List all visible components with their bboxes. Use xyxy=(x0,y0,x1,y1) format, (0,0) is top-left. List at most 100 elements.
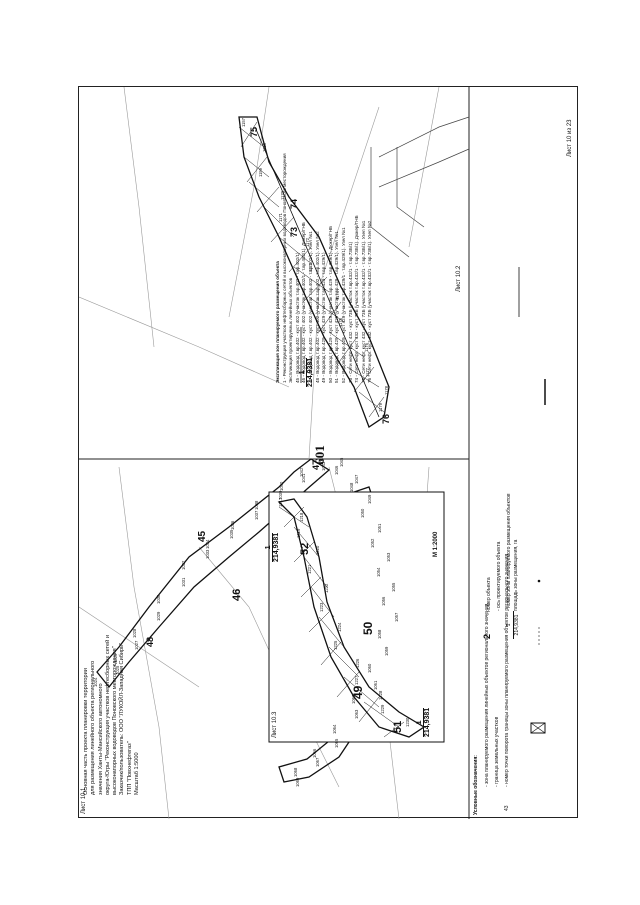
turning-point-number: 1044 xyxy=(318,455,324,465)
legend-item-object: - номер объекта xyxy=(486,577,492,615)
sheet-label-10-2: Лист 10.2 xyxy=(456,265,462,292)
legend-item-zone: - зона планируемого размещения линейных … xyxy=(484,603,490,787)
turning-point-number: 1033 xyxy=(205,549,210,559)
title-line: для размещения линейного объекта региона… xyxy=(90,660,97,795)
turning-point-number: 1052 xyxy=(369,538,375,548)
turning-point-number: 1038 xyxy=(254,500,260,511)
turning-point-number: 1157 xyxy=(241,117,246,127)
turning-point-number: 1175 xyxy=(338,317,343,327)
turning-point-number: 1171 xyxy=(278,212,283,222)
turning-point-number: 1179 xyxy=(378,402,383,412)
legend-title: Условные обозначения: xyxy=(473,755,479,815)
legend: Условные обозначения: - зона планируемог… xyxy=(473,485,521,815)
title-line: значения Ханты-Мансийского автономного xyxy=(97,683,104,795)
turning-point-number: 1221 xyxy=(307,564,313,574)
zone-label-right: 1 214,9381 xyxy=(299,357,314,387)
explication: Экспликация зон планируемого размещения … xyxy=(275,153,374,383)
turning-point-number: 1068 xyxy=(292,767,298,778)
zone-area: 214,9381 xyxy=(306,357,314,387)
turning-point-number: 1064 xyxy=(331,724,337,734)
object-label-76: 76 xyxy=(381,413,391,424)
turning-point-number: 1176 xyxy=(363,342,369,352)
object-label-73: 73 xyxy=(289,226,299,237)
turning-point-number: 1048 xyxy=(349,483,354,493)
legend-point-example: 43 xyxy=(504,805,510,811)
legend-item-axis: - ось проектируемого объекта xyxy=(496,541,502,611)
turning-point-number: 1065 xyxy=(334,738,340,748)
turning-point-number: 1220 xyxy=(314,545,320,555)
turning-point-number: 1035 xyxy=(229,530,235,540)
turning-point-number: 1057 xyxy=(393,612,399,622)
explication-item: 45 - Водовод т.вр.402 - куст 402 (участо… xyxy=(294,252,300,383)
turning-point-number: 1219 xyxy=(295,528,301,538)
object-label-74: 74 xyxy=(289,198,299,209)
zone-area: 214,9381 xyxy=(423,707,431,737)
turning-point-number: 1217 xyxy=(278,497,283,507)
turning-point-number: 1049 xyxy=(367,494,373,504)
turning-point-number: 1225 xyxy=(333,641,339,651)
map-sheet: Основная часть проекта планировки террит… xyxy=(78,86,578,819)
turning-point-number: 1062 xyxy=(351,695,357,705)
explication-item: 73 - Сети нефт. куст 432 - куст 73Б (уча… xyxy=(347,241,353,383)
corridor-sheet-10-2 xyxy=(238,116,390,428)
explication-item: 50 - Водовод т.вр.429 - куст 429 (участо… xyxy=(327,226,333,383)
turning-point-number: 1055 xyxy=(390,582,396,592)
turning-point-number: 1172 xyxy=(305,237,310,247)
corridor-sheet-10-3 xyxy=(277,498,426,738)
sheet-label-10-3: Лист 10.3 xyxy=(272,711,278,738)
object-label-52: 52 xyxy=(299,542,311,555)
turning-point-number: 1031 xyxy=(180,577,186,588)
turning-point-number: 1061 xyxy=(373,680,379,690)
inset-scale: М 1:2000 xyxy=(433,531,439,557)
object-label-48: 48 xyxy=(145,636,155,647)
turning-point-number: 1046 xyxy=(334,465,340,476)
turning-point-number: 1228 xyxy=(378,690,384,701)
turning-point-number: 1226 xyxy=(355,658,361,668)
turning-point-number: 1177 xyxy=(365,367,370,377)
turning-point-number: 1034 xyxy=(205,539,211,550)
turning-point-number: 1159 xyxy=(258,167,263,177)
turning-point-number: 1054 xyxy=(376,567,382,577)
object-label-51: 51 xyxy=(392,720,404,733)
zone-label-inset: 1 214,9381 xyxy=(416,707,431,737)
turning-point-number: 1056 xyxy=(381,597,387,607)
sheet-label-of: Лист 10 из 23 xyxy=(567,119,573,158)
turning-point-number: 1230 xyxy=(405,717,410,727)
turning-point-number: 1025 xyxy=(114,665,120,675)
turning-point-number: 1028 xyxy=(132,628,138,639)
title-line: Заказчик/пользователь: ООО "ЛУКОЙЛ-Запад… xyxy=(119,642,126,795)
turning-point-number: 1223 xyxy=(318,603,324,613)
title-line: ТПП "Повхнефтегаз" xyxy=(126,741,133,795)
turning-point-number: 1037 xyxy=(253,510,259,520)
turning-point-number: 1058 xyxy=(376,629,382,639)
road-outline xyxy=(370,116,470,258)
turning-point-number: 1158 xyxy=(261,142,267,152)
turning-point-number: 1024 xyxy=(93,677,98,687)
object-label-46: 46 xyxy=(231,588,243,601)
turning-point-number: 1032 xyxy=(180,560,186,571)
legend-zone-area-example: 214,9381 xyxy=(513,611,521,639)
turning-point-number: 1227 xyxy=(353,675,359,686)
turning-point-number: 1060 xyxy=(367,663,372,673)
title-line: округа-Югры "Реконструкция участков нефт… xyxy=(104,635,111,795)
explication-item: 52 - Водовод т.вр.429 - куст 429 (участо… xyxy=(340,227,346,383)
title-line: Масштаб 1:5000 xyxy=(134,752,141,795)
legend-object-example: 2 xyxy=(482,633,492,639)
turning-point-number: 1067 xyxy=(314,758,320,768)
turning-point-number: 1053 xyxy=(385,553,391,563)
turning-point-number: 1224 xyxy=(337,622,343,632)
turning-point-number: 1030 xyxy=(156,595,162,605)
turning-point-number: 1178 xyxy=(383,385,389,395)
sheet-label-10-1: Лист 10.1 xyxy=(81,787,87,814)
explication-group-2: Экспликация проектируемых линейных объек… xyxy=(288,277,294,383)
turning-point-number: 1059 xyxy=(383,646,389,656)
zone-area: 214,9381 xyxy=(272,532,280,562)
explication-item: 49 - Водовод т.вр.429 - куст 429 (участо… xyxy=(321,252,327,383)
turning-point-number: 1042 xyxy=(299,467,304,477)
turning-point-number: 1174 xyxy=(335,290,340,300)
zone-number: 1 xyxy=(265,545,272,550)
turning-point-number: 1069 xyxy=(295,777,300,787)
turning-point-number: 1222 xyxy=(324,583,330,594)
turning-point-number: 1229 xyxy=(379,704,385,714)
turning-point-number: 1026 xyxy=(112,653,118,663)
